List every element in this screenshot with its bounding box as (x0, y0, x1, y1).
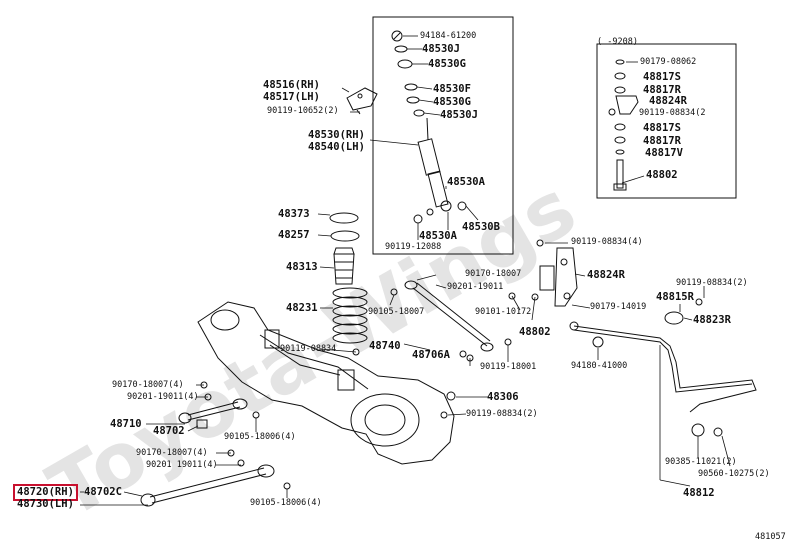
label-90119-12088: 90119-12088 (385, 242, 442, 252)
label-48824r-b: 48824R (649, 95, 687, 107)
label-48530a-b: 48530A (419, 230, 457, 242)
shock-kit-box (372, 16, 514, 255)
label-90179-08062: 90179-08062 (640, 57, 697, 67)
label-48516: 48516(RH) (263, 79, 320, 91)
label-48802-a: 48802 (646, 169, 678, 181)
label-48530b: 48530B (462, 221, 500, 233)
label-90119-08834-2a: 90119-08834(2 (639, 108, 706, 118)
label-48530j-b: 48530J (440, 109, 478, 121)
label-90119-08834-2b: 90119-08834(2) (676, 278, 748, 288)
coil-spring-icon (329, 212, 368, 344)
stabilizer-bar-icon (569, 298, 757, 437)
label-48530a-a: 48530A (447, 176, 485, 188)
label-90119-08834-4a: 90119-08834(4) (571, 237, 643, 247)
label-48823r: 48823R (693, 314, 731, 326)
label-48815r: 48815R (656, 291, 694, 303)
label-48740: 48740 (369, 340, 401, 352)
lower-control-arm-icon (140, 449, 291, 507)
label-48730: 48730(LH) (17, 498, 74, 510)
figure-code: 481057 (755, 532, 786, 542)
label-48817v: 48817V (645, 147, 683, 159)
label-90560-10275: 90560-10275(2) (698, 469, 770, 479)
label-48824r: 48824R (587, 269, 625, 281)
label-94184-61200: 94184-61200 (420, 31, 477, 41)
label-90201-19011-4: 90201-19011(4) (127, 392, 199, 402)
label-48540: 48540(LH) (308, 141, 365, 153)
label-48313: 48313 (286, 261, 318, 273)
label-48817s-b: 48817S (643, 122, 681, 134)
label-48231: 48231 (286, 302, 318, 314)
label-94180-41000: 94180-41000 (571, 361, 628, 371)
label-48517: 48517(LH) (263, 91, 320, 103)
label-48720-highlighted[interactable]: 48720(RH) (13, 484, 78, 501)
label-90119-08834-2c: 90119-08834(2) (466, 409, 538, 419)
upper-control-arm-icon (178, 381, 260, 429)
label-48530f: 48530F (433, 83, 471, 95)
stabilizer-link-icon (608, 59, 639, 191)
label-90105-18006-4a: 90105-18006(4) (224, 432, 296, 442)
label-48817r-b: 48817R (643, 135, 681, 147)
label-48530g-b: 48530G (433, 96, 471, 108)
label-90105-18006-4b: 90105-18006(4) (250, 498, 322, 508)
label-48306: 48306 (487, 391, 519, 403)
label-90170-18007-b: 90170-18007(4) (136, 448, 208, 458)
label-90105-18007: 90105-18007 (368, 307, 425, 317)
label-90201-19011-b: 90201 19011(4) (146, 460, 218, 470)
label-48802-b: 48802 (519, 326, 551, 338)
label-48257: 48257 (278, 229, 310, 241)
label-90101-10172: 90101-10172 (475, 307, 532, 317)
label-48710: 48710 (110, 418, 142, 430)
label-90119-08834-c: 90119-08834 (280, 344, 337, 354)
label-48812: 48812 (683, 487, 715, 499)
label-90119-18001: 90119-18001 (480, 362, 537, 372)
label-48817s-a: 48817S (643, 71, 681, 83)
label-90170-18007-a: 90170-18007 (465, 269, 522, 279)
label-48817r-a: 48817R (643, 84, 681, 96)
label-48706a: 48706A (412, 349, 450, 361)
label-9208-bracket: ( -9208) (597, 37, 638, 47)
label-48702c: 48702C (84, 486, 122, 498)
label-48530j-a: 48530J (422, 43, 460, 55)
label-90385-11021: 90385-11021(2) (665, 457, 737, 467)
label-48530g-a: 48530G (428, 58, 466, 70)
label-90179-14019: 90179-14019 (590, 302, 647, 312)
rear-axle-housing-icon (197, 301, 455, 465)
label-48530: 48530(RH) (308, 129, 365, 141)
label-90201-19011-a: 90201-19011 (447, 282, 504, 292)
label-48373: 48373 (278, 208, 310, 220)
leader-lines (80, 35, 731, 506)
label-90119-10652: 90119-10652(2) (267, 106, 339, 116)
label-90170-18007-4: 90170-18007(4) (112, 380, 184, 390)
stabilizer-link-kit-box (596, 43, 737, 199)
label-48702: 48702 (153, 425, 185, 437)
